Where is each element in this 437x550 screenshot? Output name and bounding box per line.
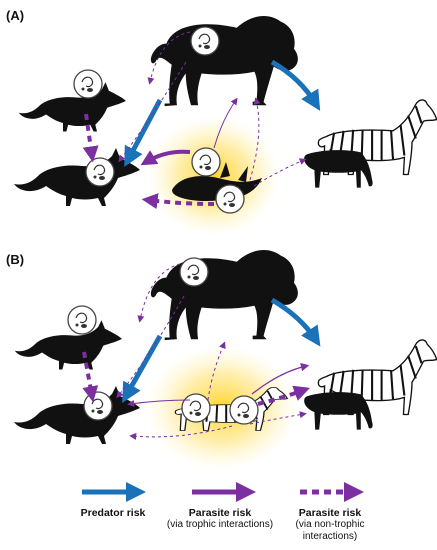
thin-arrow — [127, 399, 191, 407]
parasite-icon — [85, 157, 115, 187]
parasite-icon — [191, 147, 221, 177]
parasite-nontrophic-arrow — [82, 113, 99, 163]
thin-arrow — [213, 97, 238, 149]
legend-nontrophic-subtitle: (via non-trophic interactions) — [295, 519, 365, 542]
parasite-nontrophic-arrow — [82, 351, 99, 403]
thin-dashed-arrow — [116, 295, 185, 399]
lion-silhouette — [150, 16, 298, 107]
legend-trophic-title: Parasite risk — [188, 507, 252, 519]
panel-label-b: (B) — [6, 252, 24, 267]
legend-trophic-subtitle: (via trophic interactions) — [166, 519, 274, 530]
predator-arrow — [270, 297, 321, 347]
legend-predator-label: Predator risk — [58, 507, 168, 519]
parasite-nontrophic-arrow — [141, 193, 215, 210]
thin-dashed-arrow — [249, 411, 307, 425]
parasite-icon — [179, 257, 209, 287]
predator-arrow — [122, 334, 163, 403]
parasite-icon — [229, 395, 259, 425]
legend-trophic-label: Parasite risk (via trophic interactions) — [165, 507, 275, 531]
fox-silhouette — [14, 386, 140, 444]
parasite-icon — [67, 305, 97, 335]
legend-nontrophic-title: Parasite risk — [298, 507, 362, 519]
legend-predator-title: Predator risk — [80, 507, 146, 519]
thin-dashed-arrow — [129, 425, 233, 440]
zebra-silhouette — [304, 150, 373, 188]
panel-a — [14, 16, 437, 236]
fox-silhouette — [14, 148, 140, 206]
fox-silhouette — [18, 82, 126, 132]
panel-b — [14, 250, 437, 470]
lion-silhouette — [150, 250, 298, 341]
parasite-icon — [73, 69, 103, 99]
parasite-icon — [215, 184, 245, 214]
parasite-icon — [190, 26, 220, 56]
thin-dashed-arrow — [137, 263, 181, 323]
predator-arrow — [270, 59, 321, 111]
thin-dashed-arrow — [118, 61, 187, 163]
thin-dashed-arrow — [249, 97, 261, 181]
parasite-icon — [83, 391, 113, 421]
carcass-glow — [148, 116, 280, 236]
parasite-trophic-arrow — [251, 363, 310, 395]
fox-silhouette — [14, 320, 122, 370]
parasite-trophic-arrow — [140, 149, 191, 166]
panel-label-a: (A) — [6, 8, 24, 23]
zebra-silhouette — [304, 392, 373, 430]
legend-nontrophic-label: Parasite risk (via non-trophic interacti… — [275, 507, 385, 543]
predator-arrow — [124, 98, 163, 168]
parasite-icon — [181, 393, 211, 423]
parasite-nontrophic-arrow — [257, 385, 311, 406]
thin-dashed-arrow — [147, 31, 191, 85]
